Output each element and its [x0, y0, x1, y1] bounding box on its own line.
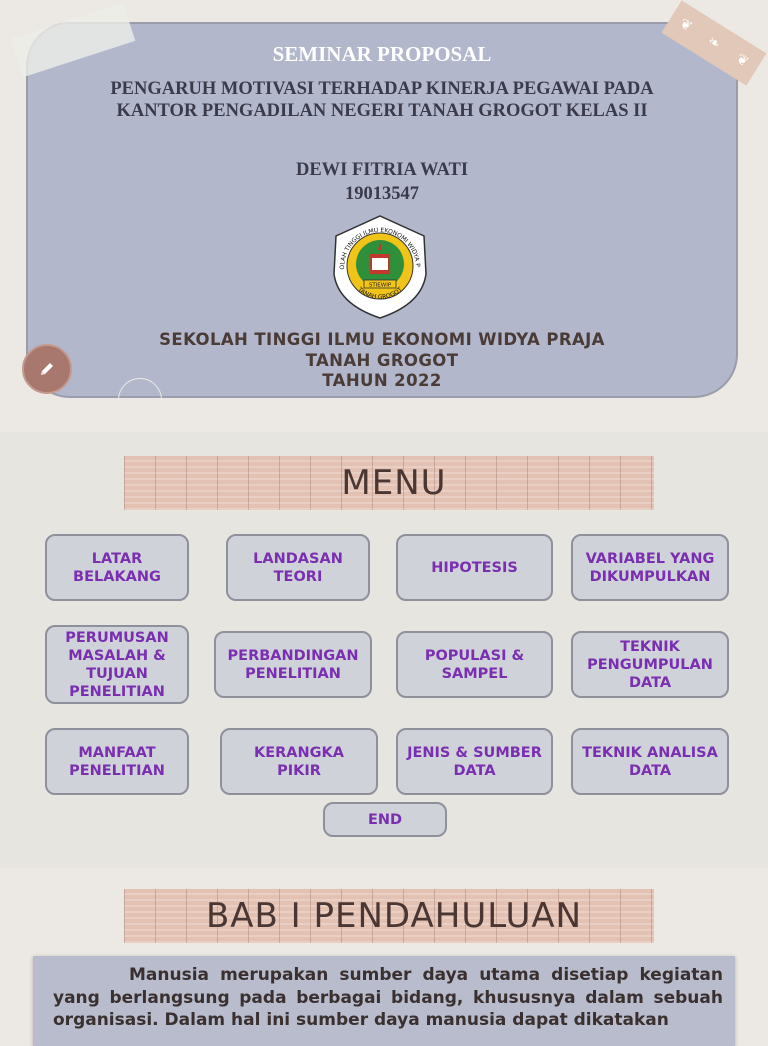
author-block: DEWI FITRIA WATI 19013547 [26, 158, 738, 206]
bab1-tape-banner [124, 889, 654, 943]
institution-block: SEKOLAH TINGGI ILMU EKONOMI WIDYA PRAJA … [26, 330, 738, 392]
menu-tape-banner [124, 456, 654, 510]
menu-button-landasan-teori[interactable]: LANDASAN TEORI [226, 534, 370, 601]
institution-city: TANAH GROGOT [305, 350, 459, 370]
seminar-heading: SEMINAR PROPOSAL [272, 42, 492, 66]
menu-button-end[interactable]: END [323, 802, 447, 837]
menu-button-hipotesis[interactable]: HIPOTESIS [396, 534, 553, 601]
menu-button-latar-belakang[interactable]: LATAR BELAKANG [45, 534, 189, 601]
pencil-icon [41, 363, 53, 375]
menu-button-manfaat[interactable]: MANFAAT PENELITIAN [45, 728, 189, 795]
menu-button-teknik-analisa[interactable]: TEKNIK ANALISA DATA [571, 728, 729, 795]
menu-button-perumusan-masalah[interactable]: PERUMUSAN MASALAH & TUJUAN PENELITIAN [45, 625, 189, 704]
edit-button[interactable] [22, 344, 72, 394]
menu-button-populasi-sampel[interactable]: POPULASI & SAMPEL [396, 631, 553, 698]
title-card [26, 22, 738, 398]
institution-year: TAHUN 2022 [322, 371, 442, 390]
menu-button-variabel[interactable]: VARIABEL YANG DIKUMPULKAN [571, 534, 729, 601]
bab1-paragraph: Manusia merupakan sumber daya utama dise… [53, 965, 723, 1030]
decorative-circle [118, 378, 162, 422]
institution-name: SEKOLAH TINGGI ILMU EKONOMI WIDYA PRAJA [159, 330, 605, 349]
thesis-title-line-2: KANTOR PENGADILAN NEGERI TANAH GROGOT KE… [116, 101, 648, 121]
thesis-title-line-1: PENGARUH MOTIVASI TERHADAP KINERJA PEGAW… [110, 79, 654, 99]
logo-banner-text: STIEWIP [369, 283, 392, 289]
bab1-title: BAB I PENDAHULUAN [205, 896, 583, 936]
menu-button-kerangka-pikir[interactable]: KERANGKA PIKIR [220, 728, 378, 795]
menu-button-perbandingan[interactable]: PERBANDINGAN PENELITIAN [214, 631, 372, 698]
menu-title: MENU [341, 463, 447, 503]
institution-logo: STIEWIP SEKOLAH TINGGI ILMU EKONOMI WIDY… [326, 214, 427, 319]
student-id: 19013547 [345, 184, 419, 204]
thesis-title: PENGARUH MOTIVASI TERHADAP KINERJA PEGAW… [26, 78, 738, 122]
author-name: DEWI FITRIA WATI [295, 160, 469, 180]
menu-button-teknik-pengumpulan[interactable]: TEKNIK PENGUMPULAN DATA [571, 631, 729, 698]
menu-button-jenis-sumber[interactable]: JENIS & SUMBER DATA [396, 728, 553, 795]
